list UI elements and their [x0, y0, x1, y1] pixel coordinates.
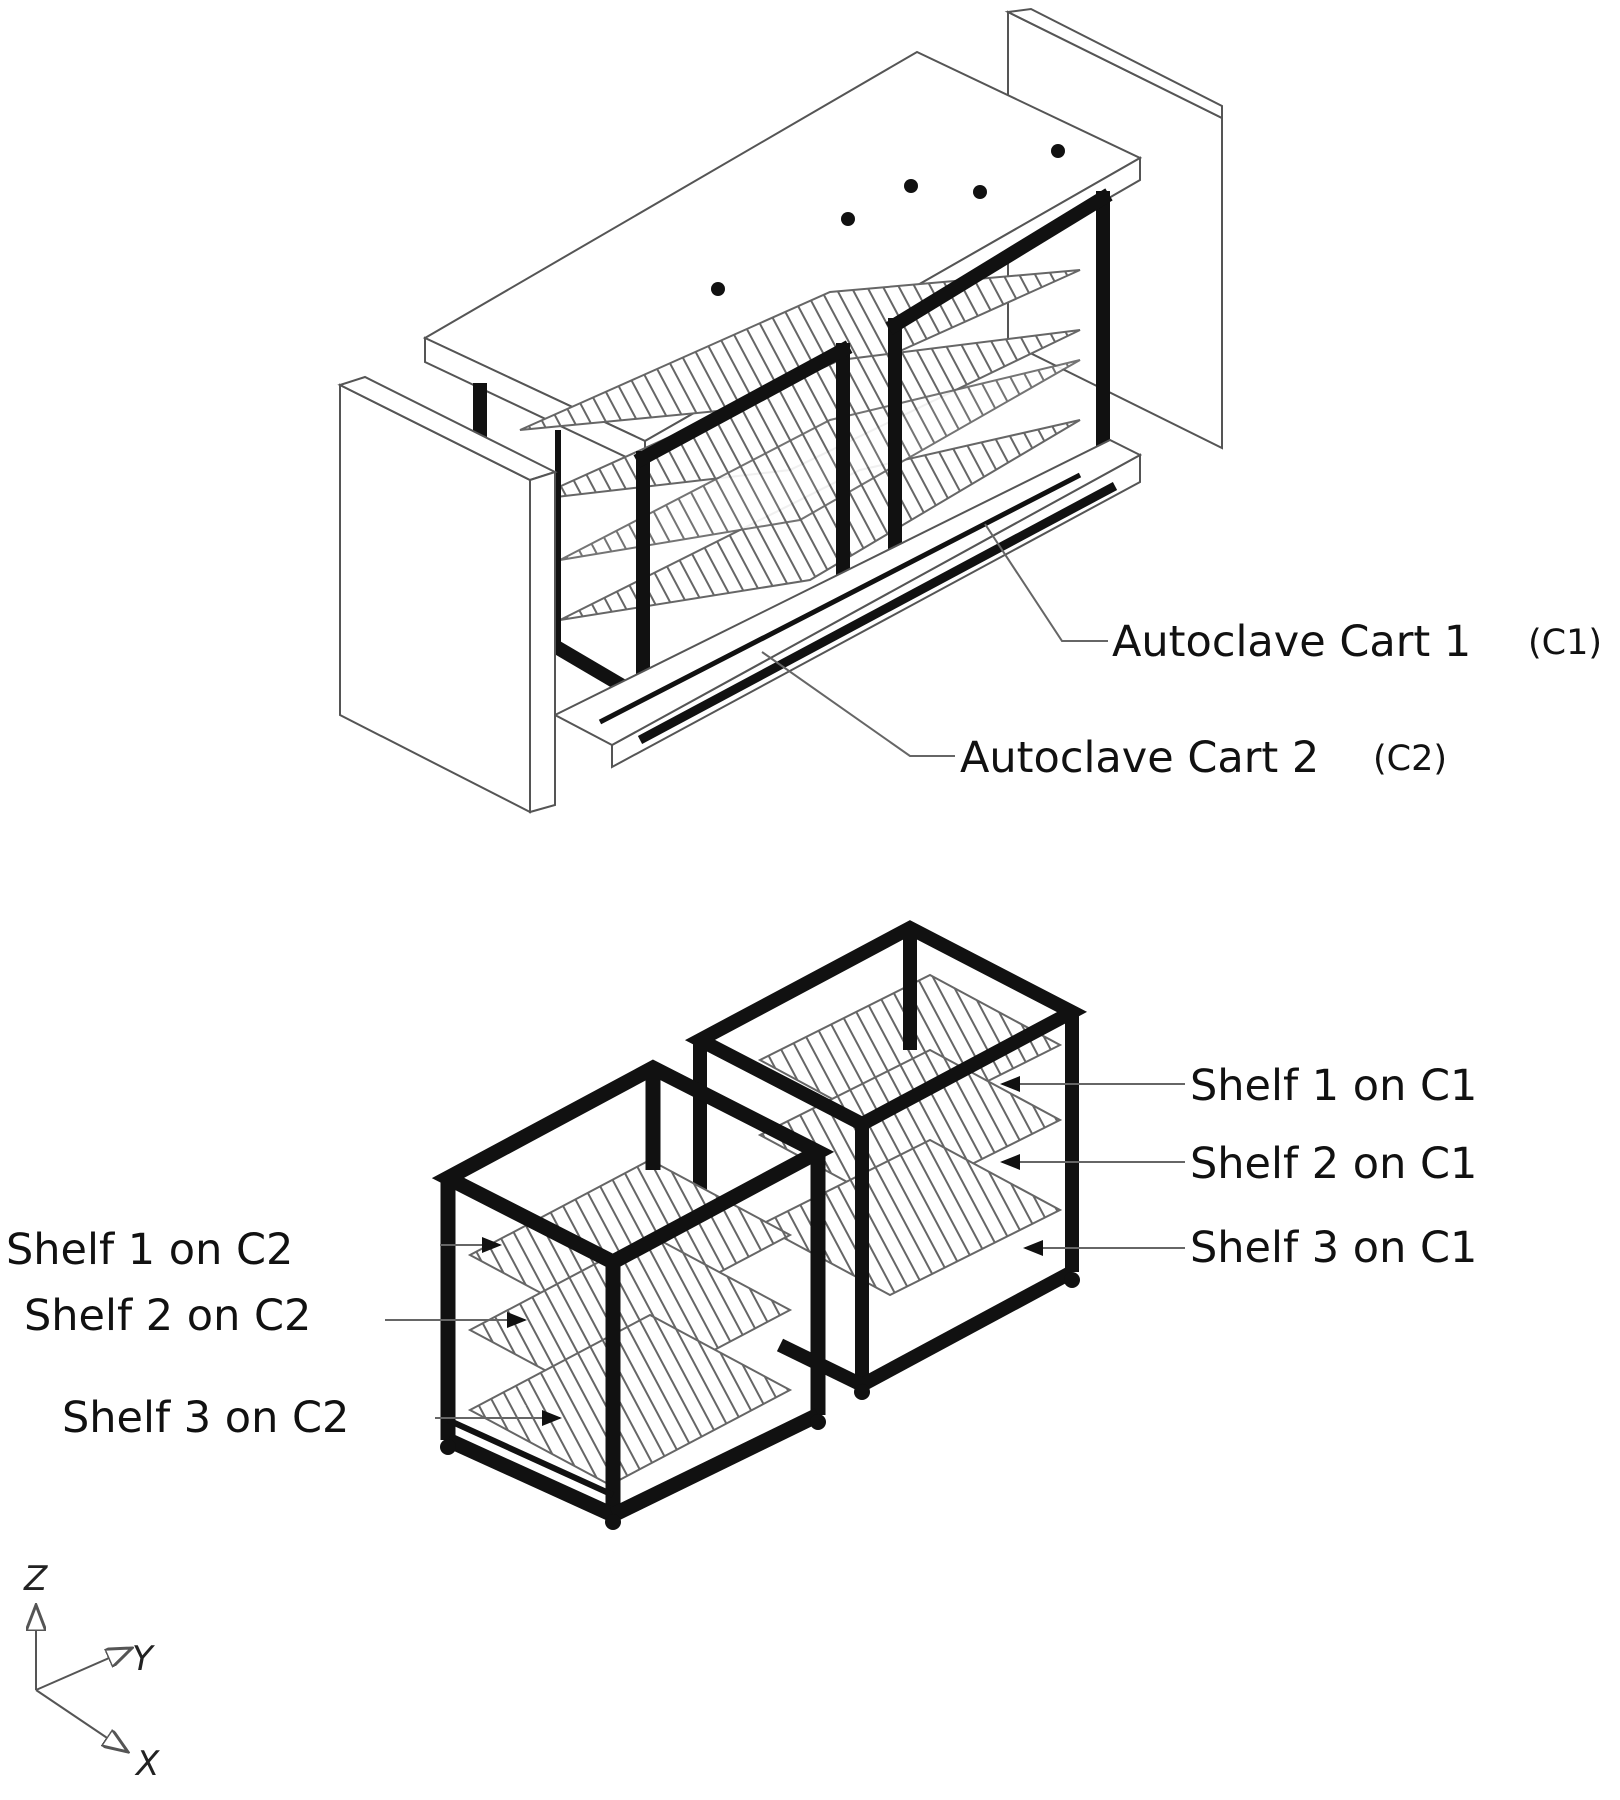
cart-c2	[431, 1059, 835, 1530]
label-autoclave-cart-2: Autoclave Cart 2	[960, 733, 1319, 783]
leader-cart-1	[984, 523, 1108, 642]
c1-shelf-3	[757, 1138, 1063, 1297]
cart-c1	[684, 920, 1088, 1400]
x-axis-line	[35, 1689, 128, 1752]
label-autoclave-cart-1: Autoclave Cart 1	[1112, 617, 1471, 667]
bolt-hole	[711, 282, 725, 296]
separated-carts: Shelf 1 on C1 Shelf 2 on C1 Shelf 3 on C…	[6, 920, 1477, 1530]
label-shelf-3-c1: Shelf 3 on C1	[1190, 1223, 1477, 1273]
label-shelf-2-c1: Shelf 2 on C1	[1190, 1139, 1477, 1189]
front-door-panel	[337, 375, 558, 814]
label-cart-2-code: (C2)	[1373, 739, 1447, 779]
label-shelf-3-c2: Shelf 3 on C2	[62, 1393, 349, 1443]
axis-label-y: Y	[132, 1639, 155, 1679]
y-axis-line	[35, 1648, 132, 1691]
label-shelf-1-c1: Shelf 1 on C1	[1190, 1061, 1477, 1111]
bolt-hole	[973, 185, 987, 199]
lower-rail-plate	[552, 438, 1143, 769]
label-shelf-1-c2: Shelf 1 on C2	[6, 1225, 293, 1275]
axis-label-z: Z	[23, 1559, 48, 1599]
label-shelf-2-c2: Shelf 2 on C2	[24, 1291, 311, 1341]
leader-cart-2	[761, 651, 955, 757]
bolt-hole	[841, 212, 855, 226]
c2-shelf-3	[467, 1313, 793, 1487]
top-cart-frames	[473, 188, 1113, 712]
cart-leader-lines	[761, 523, 1108, 757]
c1-leader-lines	[1000, 1076, 1185, 1256]
axis-label-x: X	[134, 1744, 160, 1784]
c2-leader-lines	[385, 1237, 562, 1426]
bolt-hole	[904, 179, 918, 193]
bolt-hole	[1051, 144, 1065, 158]
autoclave-assembly: Autoclave Cart 1 (C1) Autoclave Cart 2 (…	[337, 7, 1602, 814]
label-cart-1-code: (C1)	[1528, 623, 1602, 663]
axis-triad	[36, 1605, 132, 1752]
